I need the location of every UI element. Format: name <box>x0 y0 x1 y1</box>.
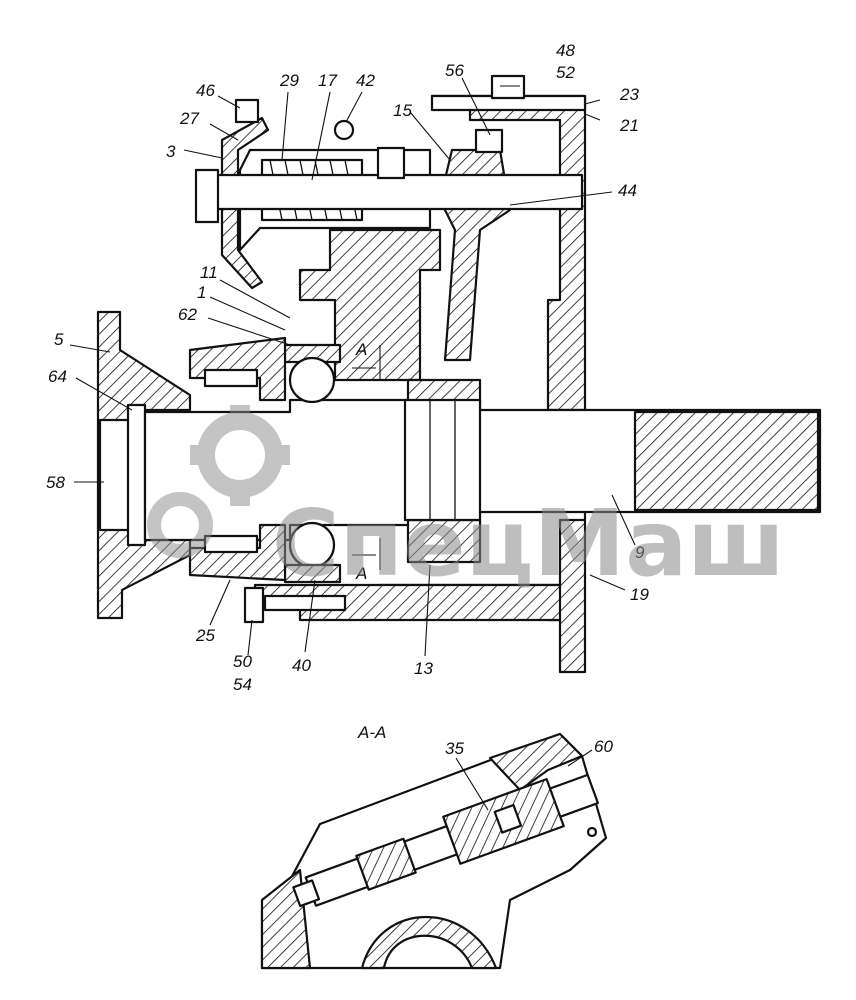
seal-top <box>203 368 259 388</box>
bolt-50 <box>243 586 265 624</box>
callout-29: 29 <box>279 71 299 90</box>
callout-46: 46 <box>196 81 215 100</box>
rod-17 <box>210 173 584 211</box>
section-bore-ring <box>360 915 498 970</box>
seal-60 <box>586 826 598 838</box>
watermark: СпецМаш <box>147 405 785 597</box>
washer-64 <box>126 403 147 547</box>
gear-teeth <box>403 398 482 522</box>
leader-lines <box>69 77 636 657</box>
watermark-text: СпецМаш <box>272 490 785 597</box>
callout-23: 23 <box>619 85 639 104</box>
callout-60: 60 <box>594 737 613 756</box>
shaft-spline <box>633 410 820 512</box>
section-mark-top: А <box>355 340 367 359</box>
callout-13: 13 <box>414 659 433 678</box>
boss <box>376 146 406 180</box>
housing-19 <box>378 94 587 674</box>
section-title: А-А <box>357 723 386 742</box>
callout-3: 3 <box>166 142 176 161</box>
section-mark-bottom: А <box>355 564 367 583</box>
callout-54: 54 <box>233 675 252 694</box>
callout-50: 50 <box>233 652 252 671</box>
callout-64: 64 <box>48 367 67 386</box>
housing-top-rib <box>430 94 587 112</box>
main-assembly <box>96 74 822 674</box>
nut-58 <box>98 418 132 532</box>
callout-42: 42 <box>356 71 375 90</box>
nut-3 <box>194 168 220 224</box>
ball-40-top <box>288 356 336 404</box>
callout-1: 1 <box>197 283 206 302</box>
callout-19: 19 <box>630 585 649 604</box>
callout-27: 27 <box>179 109 199 128</box>
bolt-shank <box>263 594 347 612</box>
seal-bottom <box>203 534 259 554</box>
bolt-46 <box>234 98 260 124</box>
section-a-a: А-А 35 60 <box>260 723 613 970</box>
callout-9: 9 <box>635 543 645 562</box>
callouts: 48 52 56 23 21 46 29 17 42 15 27 3 44 11… <box>46 41 649 694</box>
piston-35 <box>292 773 599 908</box>
callout-15: 15 <box>393 101 412 120</box>
callout-52: 52 <box>556 63 575 82</box>
callout-5: 5 <box>54 330 64 349</box>
bolt-48 <box>490 74 526 100</box>
callout-25: 25 <box>195 626 215 645</box>
callout-62: 62 <box>178 305 197 324</box>
callout-35: 35 <box>445 739 464 758</box>
callout-44: 44 <box>618 181 637 200</box>
pin-56 <box>474 128 504 154</box>
callout-40: 40 <box>292 656 311 675</box>
callout-58: 58 <box>46 473 65 492</box>
cover-3 <box>220 116 270 290</box>
callout-21: 21 <box>619 116 639 135</box>
callout-48: 48 <box>556 41 575 60</box>
section-upper-wall <box>488 732 584 792</box>
plug-42 <box>333 119 355 141</box>
gear-logo-icon <box>147 405 290 558</box>
callout-11: 11 <box>200 263 218 282</box>
callout-56: 56 <box>445 61 464 80</box>
callout-17: 17 <box>318 71 337 90</box>
